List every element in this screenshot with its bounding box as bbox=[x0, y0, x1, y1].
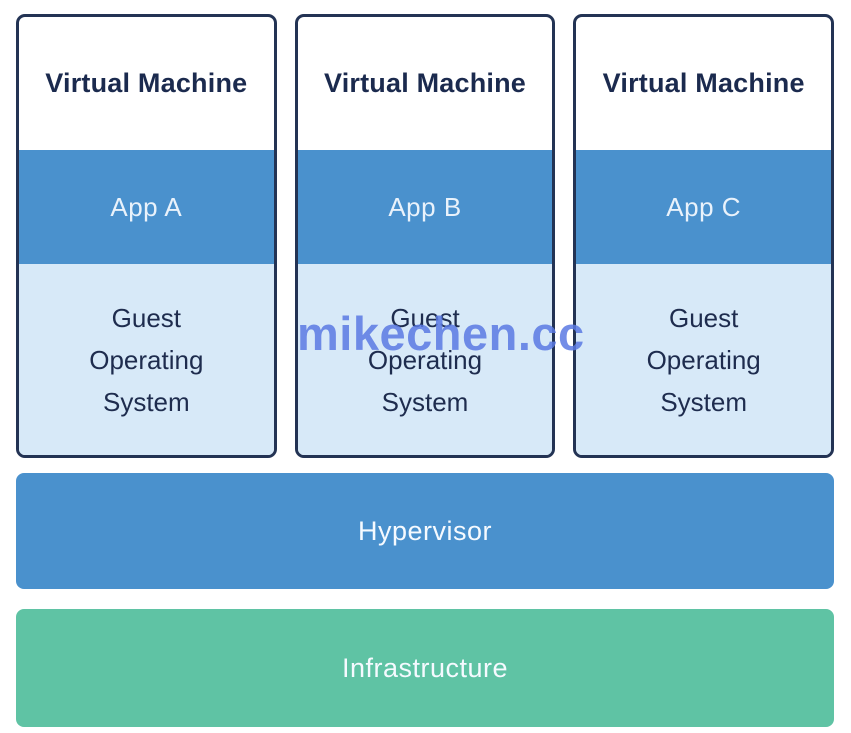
app-c-band: App C bbox=[576, 150, 832, 264]
vm-box-c: Virtual Machine App C Guest Operating Sy… bbox=[573, 14, 835, 458]
vm-box-a: Virtual Machine App A Guest Operating Sy… bbox=[16, 14, 277, 458]
guest-os-label: Guest Operating System bbox=[89, 302, 204, 417]
app-b-band: App B bbox=[297, 150, 553, 264]
infrastructure-layer: Infrastructure bbox=[16, 609, 834, 727]
guest-os-band-a: Guest Operating System bbox=[19, 264, 274, 455]
vm-title: Virtual Machine bbox=[45, 68, 248, 98]
guest-os-label: Guest Operating System bbox=[646, 302, 761, 417]
guest-os-band-b: Guest Operating System bbox=[297, 264, 553, 455]
guest-os-band-c: Guest Operating System bbox=[576, 264, 832, 455]
vm-row: Virtual Machine App A Guest Operating Sy… bbox=[16, 14, 835, 458]
guest-os-label: Guest Operating System bbox=[367, 302, 483, 417]
vm-box-b: Virtual Machine App B Guest Operating Sy… bbox=[294, 14, 556, 458]
vm-title: Virtual Machine bbox=[323, 68, 527, 98]
vm-title: Virtual Machine bbox=[602, 68, 805, 98]
hypervisor-layer: Hypervisor bbox=[16, 473, 834, 589]
app-a-band: App A bbox=[19, 150, 274, 264]
